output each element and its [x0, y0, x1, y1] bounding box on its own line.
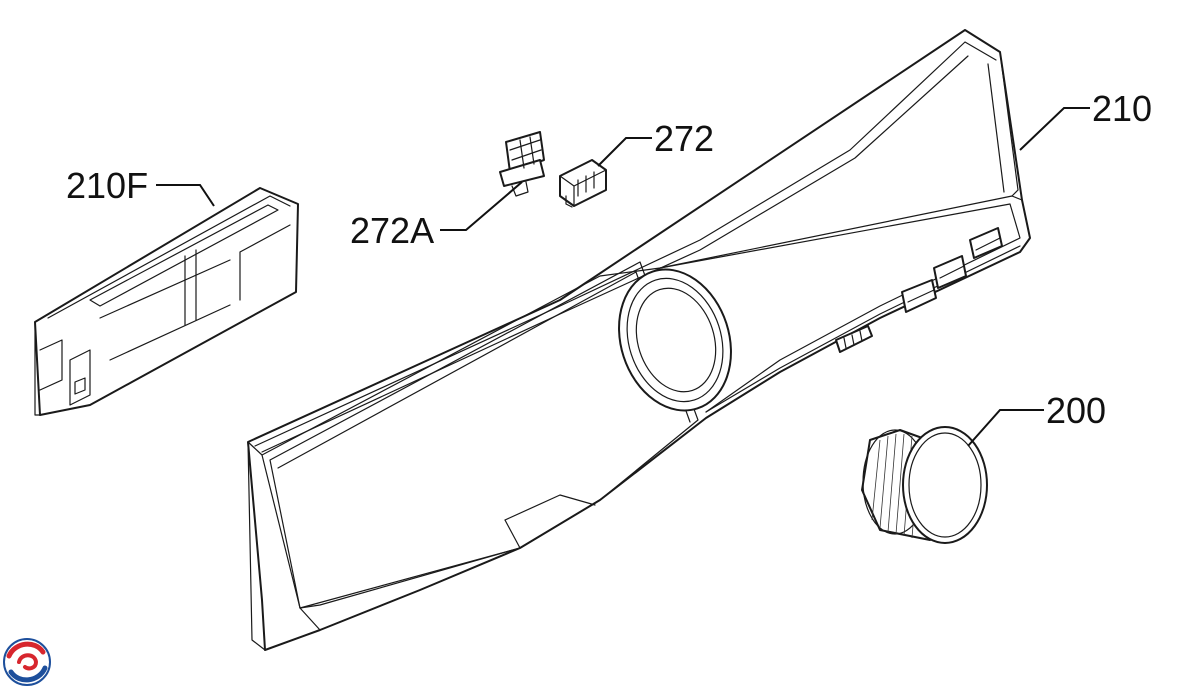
leader-200	[967, 409, 1044, 447]
callout-200: 200	[1046, 390, 1106, 431]
leader-210F	[156, 184, 215, 207]
leader-210	[1019, 107, 1090, 151]
part-200-knob	[861, 426, 988, 544]
callout-210: 210	[1092, 88, 1152, 129]
leader-lines	[156, 107, 1090, 447]
swirl-logo-icon	[3, 638, 51, 686]
leader-272	[597, 137, 652, 167]
part-210-control-panel	[247, 29, 1031, 651]
callout-272A: 272A	[350, 210, 434, 251]
callout-272: 272	[654, 118, 714, 159]
leader-272A	[440, 181, 523, 231]
part-272A-clip	[499, 131, 545, 197]
part-272-block	[559, 159, 607, 208]
callout-210F: 210F	[66, 165, 148, 206]
part-210F-bracket	[34, 187, 299, 416]
